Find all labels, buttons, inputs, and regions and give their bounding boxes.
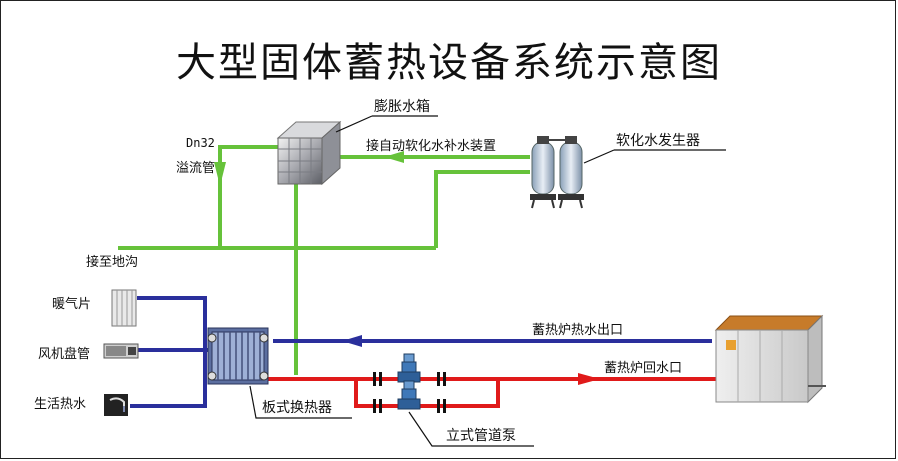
makeup-arrow xyxy=(384,151,404,163)
red-pipes xyxy=(266,377,718,408)
heater-return-label: 蓄热炉回水口 xyxy=(604,361,683,376)
expansion-tank-label: 膨胀水箱 xyxy=(374,99,430,115)
pipe-flanges xyxy=(373,372,446,413)
expansion-tank-icon xyxy=(276,120,342,186)
plate-exchanger-label: 板式换热器 xyxy=(262,400,332,416)
return-arrow xyxy=(578,373,600,385)
exchanger-leader xyxy=(249,385,352,419)
vertical-pump-label: 立式管道泵 xyxy=(446,428,516,444)
overflow-arrow xyxy=(214,162,226,186)
expansion-tank-leader xyxy=(335,115,373,133)
faucet-icon xyxy=(104,394,128,416)
softener-label: 软化水发生器 xyxy=(616,133,700,149)
domestic-hot-water-label: 生活热水 xyxy=(34,397,87,412)
softener-drain-line xyxy=(434,170,530,248)
overflow-pipe-label: 溢流管 xyxy=(176,161,216,176)
vertical-pump-2 xyxy=(397,380,421,410)
dn32-label: Dn32 xyxy=(186,136,215,150)
vertical-pump-1 xyxy=(397,353,421,383)
radiator-label: 暖气片 xyxy=(52,297,92,312)
auto-makeup-label: 接自动软化水补水装置 xyxy=(366,139,497,154)
water-softener-icon xyxy=(530,136,584,209)
softener-leader xyxy=(583,149,615,164)
overflow-pipe-line xyxy=(218,145,278,248)
fan-coil-icon xyxy=(103,343,139,359)
heater-outlet-label: 蓄热炉热水出口 xyxy=(532,323,624,338)
heat-storage-unit-icon xyxy=(714,314,826,404)
pump-leader xyxy=(408,411,534,447)
outlet-arrow xyxy=(342,335,362,347)
radiator-icon xyxy=(111,289,137,327)
drain-label: 接至地沟 xyxy=(86,255,139,270)
plate-heat-exchanger-icon xyxy=(207,327,269,385)
fan-coil-label: 风机盘管 xyxy=(38,347,91,362)
diagram-title: 大型固体蓄热设备系统示意图 xyxy=(176,40,722,86)
pump-bypass-line xyxy=(354,379,500,408)
